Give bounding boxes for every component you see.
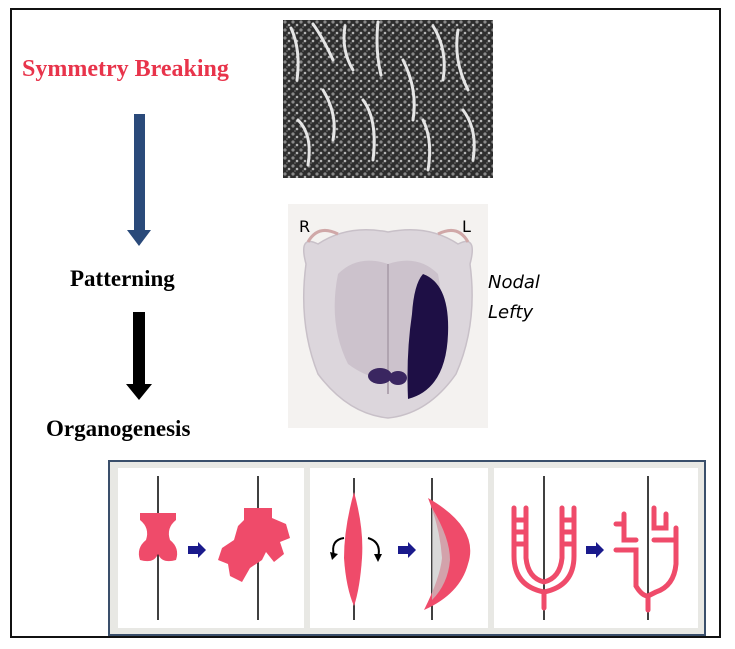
blue-down-arrow xyxy=(127,114,151,246)
cilia-micrograph xyxy=(283,20,493,178)
nodal-gene-label: Nodal xyxy=(488,272,540,293)
left-side-label: L xyxy=(462,217,471,236)
black-down-arrow xyxy=(126,312,152,400)
right-side-label: R xyxy=(299,217,311,236)
vessel-remodeling-diagram xyxy=(494,468,698,628)
heart-looping-diagram xyxy=(310,468,488,628)
figure-frame xyxy=(10,8,721,638)
lefty-gene-label: Lefty xyxy=(488,302,534,323)
symmetry-breaking-label: Symmetry Breaking xyxy=(22,56,229,82)
patterning-label: Patterning xyxy=(70,266,175,291)
lung-asymmetry-diagram xyxy=(118,468,304,628)
organogenesis-label: Organogenesis xyxy=(46,416,191,441)
embryo-stain-image xyxy=(288,204,488,428)
organogenesis-panel xyxy=(108,460,706,636)
